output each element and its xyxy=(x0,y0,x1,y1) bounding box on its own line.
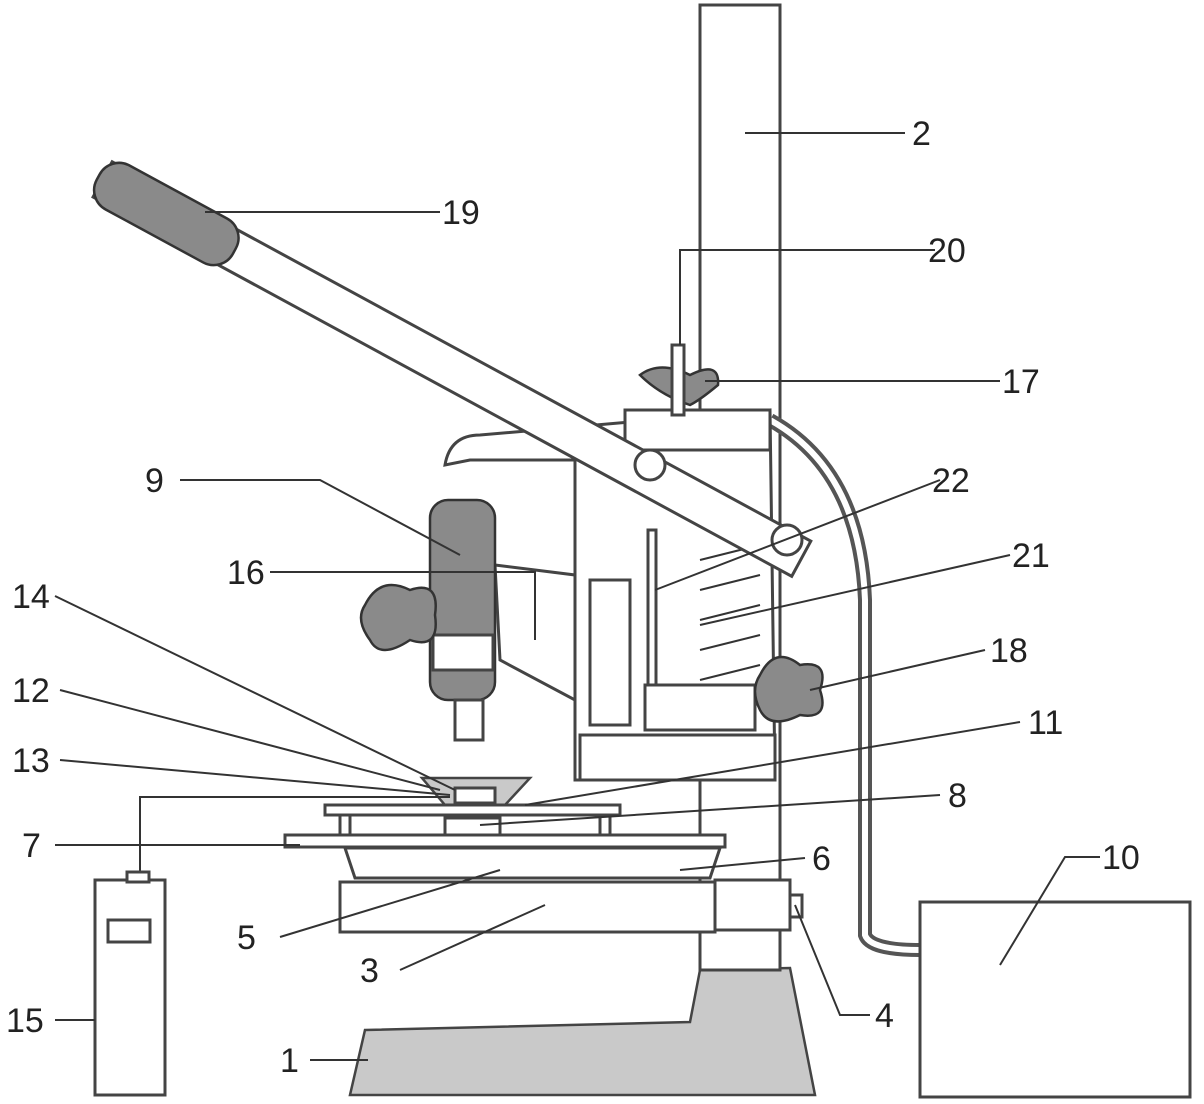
plate-7 xyxy=(285,835,725,847)
part-label-4: 4 xyxy=(875,997,894,1035)
grip xyxy=(86,155,246,273)
part-label-16: 16 xyxy=(227,554,265,592)
meter xyxy=(95,880,165,1095)
part-label-8: 8 xyxy=(948,777,967,815)
part-label-14: 14 xyxy=(12,578,50,616)
plate-5 xyxy=(345,848,720,878)
leader-line-9 xyxy=(180,480,460,555)
part-label-6: 6 xyxy=(812,840,831,878)
knob-left xyxy=(361,585,436,650)
part-label-1: 1 xyxy=(280,1042,299,1080)
pump-box xyxy=(920,902,1190,1097)
part-label-11: 11 xyxy=(1028,704,1063,742)
part-label-12: 12 xyxy=(12,672,50,710)
leader-line-12 xyxy=(60,690,440,790)
base xyxy=(350,968,815,1095)
part-label-5: 5 xyxy=(237,919,256,957)
part-label-21: 21 xyxy=(1012,537,1050,575)
part-label-22: 22 xyxy=(932,462,970,500)
part-label-15: 15 xyxy=(6,1002,44,1040)
part-label-7: 7 xyxy=(22,827,41,865)
part-label-17: 17 xyxy=(1002,363,1040,401)
part-label-20: 20 xyxy=(928,232,966,270)
part-label-9: 9 xyxy=(145,462,164,500)
part-label-2: 2 xyxy=(912,115,931,153)
part-label-18: 18 xyxy=(990,632,1028,670)
part-label-19: 19 xyxy=(442,194,480,232)
part-label-13: 13 xyxy=(12,742,50,780)
leader-line-18 xyxy=(810,650,985,690)
sliding-block xyxy=(340,882,715,932)
part-label-10: 10 xyxy=(1102,839,1140,877)
part-label-3: 3 xyxy=(360,952,379,990)
